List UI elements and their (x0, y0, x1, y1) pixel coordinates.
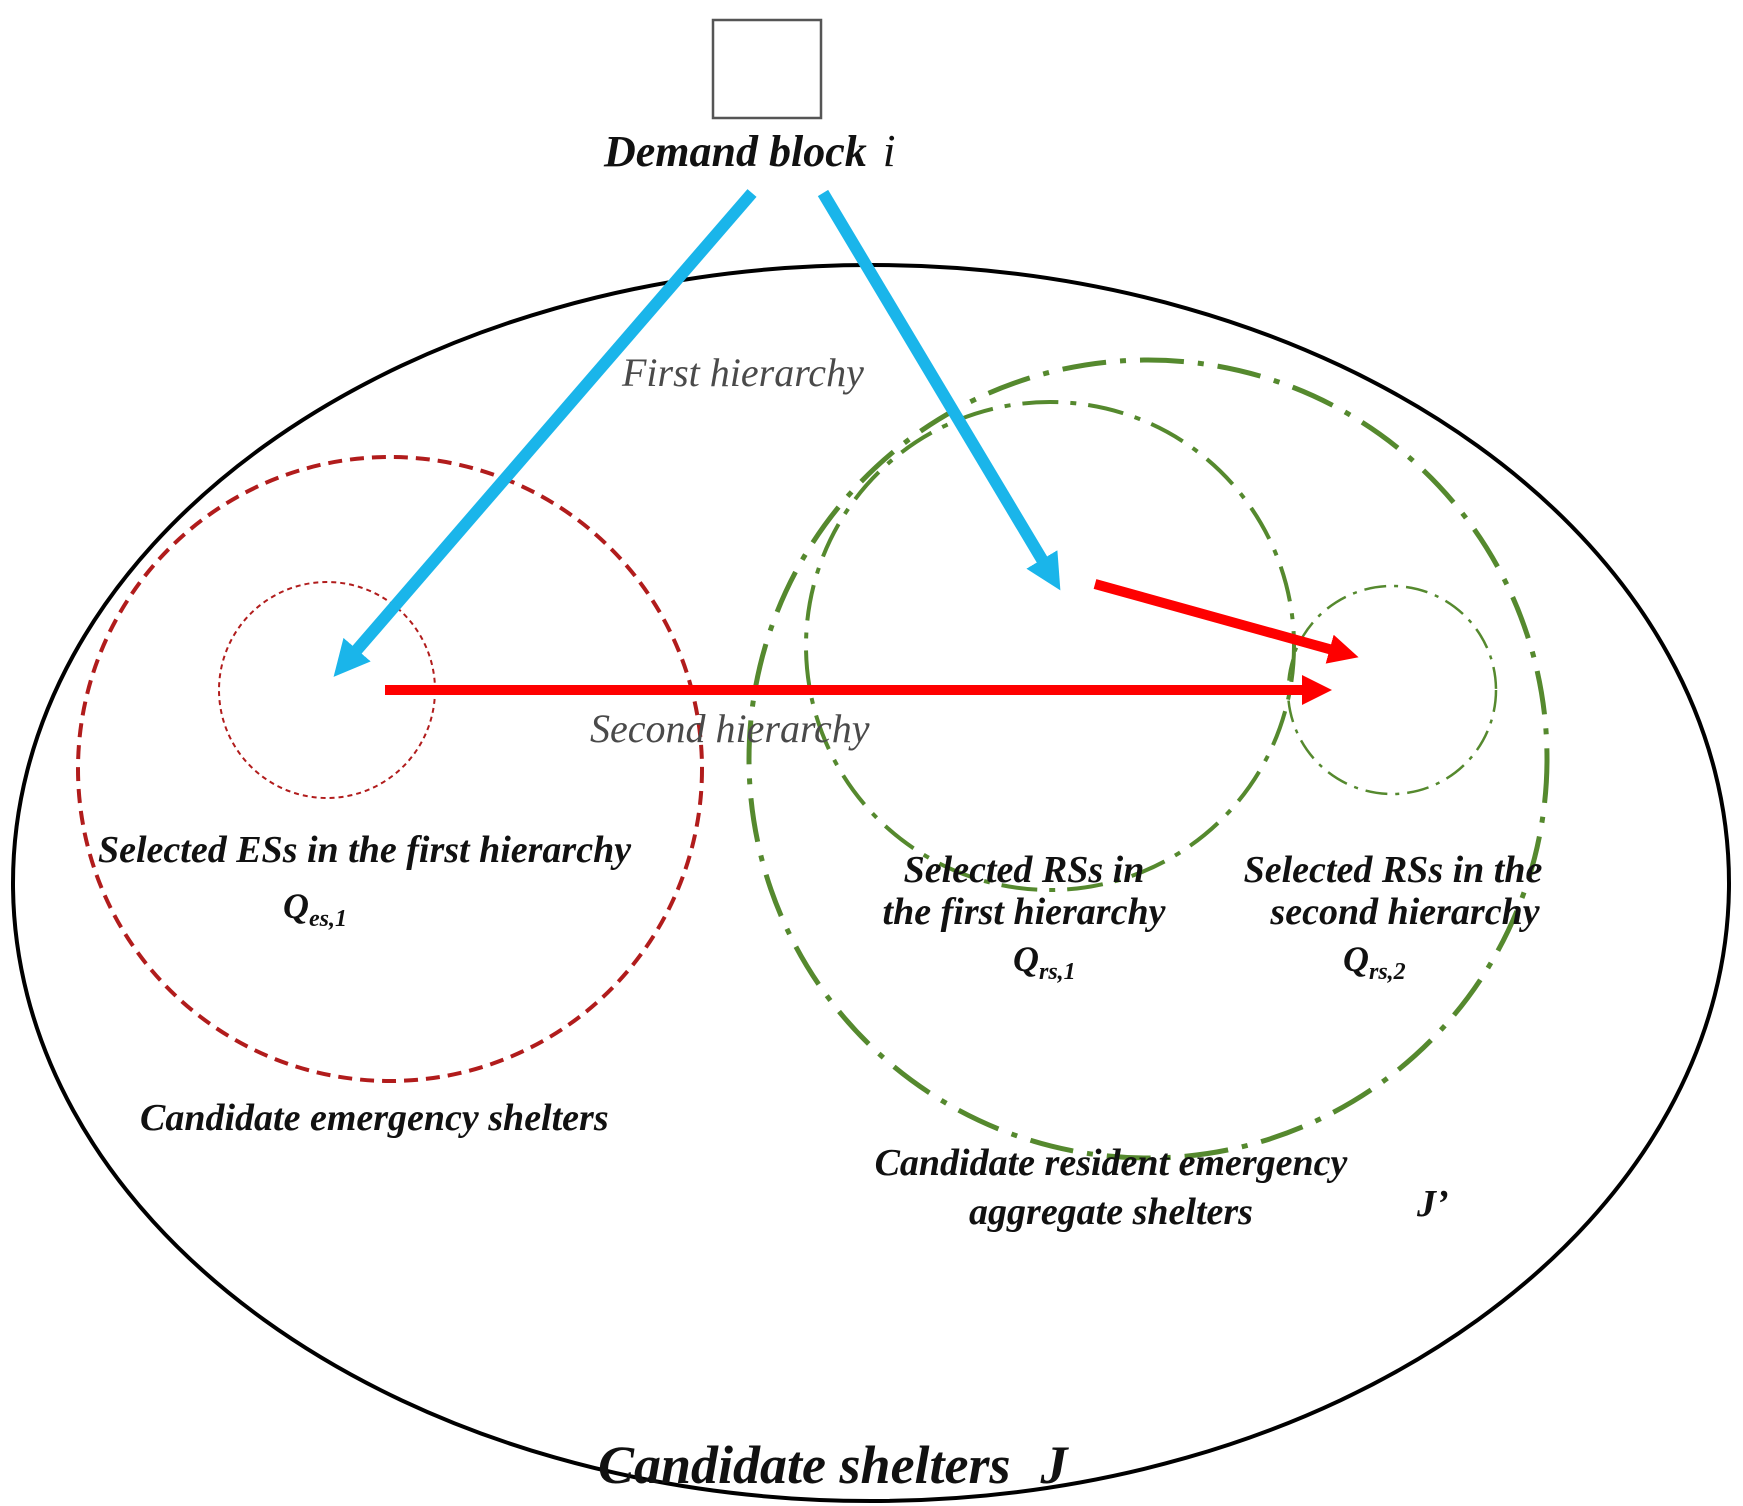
candidate-resident-shelters-symbol: J’ (1416, 1183, 1449, 1225)
second-hierarchy-arrow-from-rs (1093, 579, 1359, 664)
candidate-emergency-shelters-label: Candidate emergency shelters (140, 1097, 609, 1139)
selected-rs-first-q-subscript: rs,1 (1039, 959, 1076, 985)
selected-rs-first-hierarchy-circle (804, 400, 1296, 892)
candidate-emergency-shelters-circle (76, 455, 704, 1083)
first-hierarchy-arrow-to-es (333, 189, 757, 677)
first-hierarchy-arrow-to-rs (817, 189, 1061, 591)
second-hierarchy-label: Second hierarchy (590, 706, 870, 751)
selected-rs-second-line1: Selected RSs in the (1244, 849, 1543, 891)
selected-rs-second-q: Q (1343, 939, 1369, 979)
selected-es-label: Selected ESs in the first hierarchy (98, 829, 631, 871)
selected-rs-first-q: Q (1013, 939, 1039, 979)
selected-es-q-subscript: es,1 (309, 906, 347, 932)
svg-text:Qrs,1: Qrs,1 (1013, 939, 1076, 985)
selected-rs-second-q-subscript: rs,2 (1369, 959, 1406, 985)
first-hierarchy-label: First hierarchy (621, 350, 864, 395)
candidate-shelters-symbol: J (1040, 1435, 1070, 1495)
svg-text:Qes,1: Qes,1 (283, 886, 347, 932)
selected-rs-first-line2: the first hierarchy (883, 891, 1166, 933)
selected-rs-first-line1: Selected RSs in (904, 849, 1145, 891)
candidate-shelters-label: Candidate shelters (598, 1435, 1011, 1495)
candidate-resident-shelters-line1: Candidate resident emergency (875, 1142, 1348, 1184)
demand-block-index: i (883, 125, 896, 176)
candidate-resident-shelters-line2: aggregate shelters (969, 1191, 1253, 1233)
candidate-resident-shelters-circle (746, 357, 1550, 1161)
svg-text:Qrs,2: Qrs,2 (1343, 939, 1406, 985)
demand-block-label: Demand block (603, 127, 867, 176)
demand-block-square (711, 18, 823, 120)
selected-rs-second-line2: second hierarchy (1269, 891, 1539, 933)
selected-es-q: Q (283, 886, 309, 926)
